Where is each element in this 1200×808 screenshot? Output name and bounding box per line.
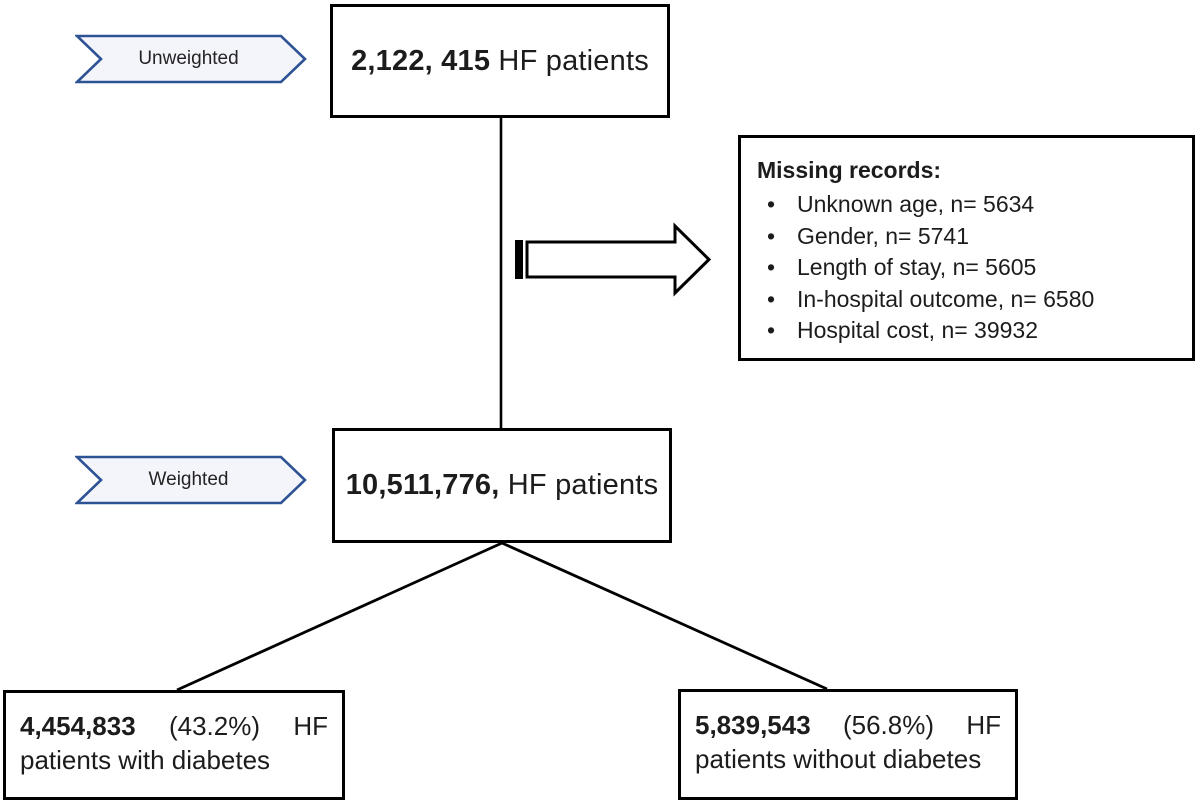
chevron-shape-icon (75, 455, 307, 505)
missing-records-title: Missing records: (757, 157, 942, 183)
connector-line-right-diagonal (501, 541, 828, 691)
list-item: • Length of stay, n= 5605 (757, 252, 1184, 284)
right-block-arrow-icon (515, 222, 712, 297)
no-diabetes-count: 5,839,543 (695, 710, 811, 740)
unweighted-chevron: Unweighted (75, 34, 308, 84)
unweighted-total-number: 2,122, 415 (351, 44, 491, 77)
unweighted-total-text: 2,122, 415 HF patients (351, 45, 649, 78)
weighted-label: Weighted (148, 469, 229, 490)
missing-item-text: Hospital cost, n= 39932 (797, 317, 1039, 343)
missing-item-text: Gender, n= 5741 (797, 222, 970, 249)
weighted-chevron: Weighted (75, 455, 308, 505)
unweighted-label: Unweighted (138, 48, 239, 69)
bullet-icon: • (767, 317, 776, 343)
missing-records-box: Missing records: • Unknown age, n= 5634 … (738, 135, 1195, 361)
unweighted-total-box: 2,122, 415 HF patients (330, 4, 670, 118)
weighted-total-suffix: HF patients (507, 469, 659, 501)
diabetes-count: 4,454,833 (20, 711, 136, 741)
list-item: • In-hospital outcome, n= 6580 (757, 284, 1184, 316)
diabetes-group-line2: patients with diabetes (20, 745, 271, 775)
weighted-total-text: 10,511,776, HF patients (346, 469, 659, 502)
list-item: • Hospital cost, n= 39932 (757, 315, 1184, 347)
missing-item-text: Unknown age, n= 5634 (797, 191, 1035, 217)
bullet-icon: • (767, 254, 776, 280)
list-item: • Unknown age, n= 5634 (757, 189, 1184, 221)
chevron-shape-icon (75, 34, 307, 84)
no-diabetes-percent: (56.8%) (842, 710, 935, 740)
no-diabetes-group-box: 5,839,543 (56.8%) HF patients without di… (678, 689, 1018, 800)
list-item: • Gender, n= 5741 (757, 221, 1184, 253)
diabetes-group-box: 4,454,833 (43.2%) HF patients with diabe… (3, 690, 345, 800)
bullet-icon: • (767, 285, 776, 312)
no-diabetes-group-line2: patients without diabetes (695, 744, 982, 774)
no-diabetes-group-line1: 5,839,543 (56.8%) HF (695, 708, 1001, 742)
diabetes-percent: (43.2%) (168, 711, 261, 741)
weighted-total-box: 10,511,776, HF patients (332, 428, 672, 543)
missing-item-text: Length of stay, n= 5605 (797, 254, 1037, 280)
connector-line-left-diagonal (176, 541, 503, 692)
bullet-icon: • (767, 191, 776, 217)
weighted-total-number: 10,511,776, (345, 469, 500, 501)
no-diabetes-unit: HF (966, 710, 1001, 740)
diabetes-unit: HF (293, 711, 328, 741)
missing-item-text: In-hospital outcome, n= 6580 (797, 285, 1095, 312)
missing-records-list: • Unknown age, n= 5634 • Gender, n= 5741… (757, 189, 1184, 347)
unweighted-total-suffix: HF patients (498, 44, 649, 77)
diabetes-group-line1: 4,454,833 (43.2%) HF (20, 709, 328, 743)
bullet-icon: • (767, 222, 776, 249)
